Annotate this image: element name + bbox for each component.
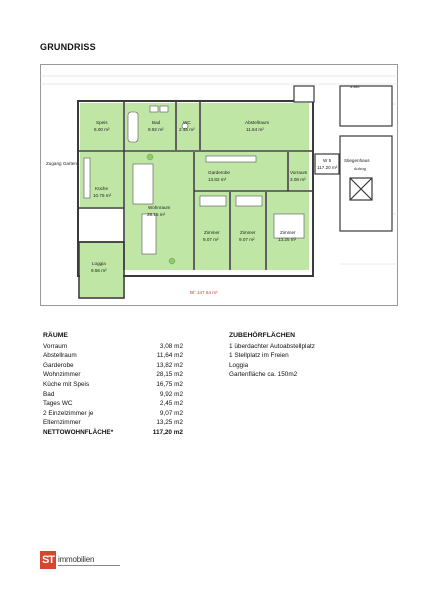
plants	[146, 153, 176, 265]
total-row: NETTOWOHNFLÄCHE*117,20 m2	[43, 428, 183, 436]
label-wc: WC	[183, 120, 191, 125]
label-zimmer-2: Zimmer	[240, 230, 256, 235]
rooms-header: RÄUME	[43, 332, 68, 339]
company-logo: ST immobilien	[40, 550, 140, 574]
label-speis: Speis	[96, 120, 108, 125]
label-garderobe: Garderobe	[208, 170, 230, 175]
page-title: GRUNDRISS	[40, 42, 96, 52]
label-kueche: Küche	[95, 186, 108, 191]
unit-label-box	[314, 153, 340, 175]
extras-header: ZUBEHÖRFLÄCHEN	[229, 332, 296, 339]
kitchen-counter	[83, 157, 91, 199]
fixtures	[83, 105, 305, 255]
logo-underline	[58, 565, 120, 566]
sink-2	[159, 105, 169, 113]
extras-item: 1 überdachter Autoabstellplatz	[229, 342, 315, 350]
bed-3	[273, 213, 305, 239]
label-stiegenhaus: Stiegenhaus	[344, 158, 370, 163]
wardrobe	[205, 155, 257, 163]
label-loggia: Loggia	[92, 261, 106, 266]
label-aufzug: Aufzug	[354, 167, 366, 171]
sink-1	[149, 105, 159, 113]
balcony-top	[293, 85, 315, 103]
plant-icon	[146, 153, 154, 161]
room-labels: Speis 6.00 m² Bad 9.92 m² WC 2.45 m² Abs…	[46, 85, 370, 295]
logo-text: immobilien	[58, 555, 95, 564]
extras-item: 1 Stellplatz im Freien	[229, 352, 289, 360]
label-dimension: 4.380	[350, 85, 360, 89]
label-zimmer-3-area: 13.25 m²	[278, 237, 297, 242]
plant-icon	[168, 257, 176, 265]
extras-item: Gartenfläche ca. 150m2	[229, 371, 298, 379]
label-speis-area: 6.00 m²	[94, 127, 110, 132]
bed-1	[199, 195, 227, 207]
stairwell	[293, 85, 393, 232]
label-wohnraum-area: 28.15 m²	[147, 212, 166, 217]
label-zimmer-3: Zimmer	[280, 230, 296, 235]
room-abstellraum	[201, 103, 309, 150]
label-bf: Bf: 147.64 m²	[190, 290, 218, 295]
room-speis	[80, 103, 123, 150]
label-vorraum-area: 3.08 m²	[290, 177, 306, 182]
logo-mark: ST	[40, 551, 56, 569]
label-loggia-area: 9.56 m²	[91, 268, 107, 273]
label-abstellraum: Abstellraum	[245, 120, 269, 125]
label-zimmer-1: Zimmer	[204, 230, 220, 235]
label-zimmer-1-area: 9.07 m²	[203, 237, 219, 242]
label-zimmer-2-area: 9.07 m²	[239, 237, 255, 242]
room-loggia	[80, 242, 123, 297]
toilet	[181, 122, 189, 130]
extras-item: Loggia	[229, 361, 249, 369]
dining-table	[141, 213, 157, 255]
extras-list: ZUBEHÖRFLÄCHEN 1 überdachter Autoabstell…	[229, 331, 389, 380]
label-vorraum: Vorraum	[290, 170, 308, 175]
bed-2	[235, 195, 263, 207]
stair-top	[339, 85, 393, 127]
label-wc-area: 2.45 m²	[179, 127, 195, 132]
label-garderobe-area: 13.82 m²	[208, 177, 227, 182]
bathtub	[127, 111, 139, 143]
label-zugang: Zugang Garten	[46, 161, 77, 166]
label-abstellraum-area: 11.64 m²	[246, 127, 264, 132]
label-kueche-area: 10.75 m²	[93, 193, 112, 198]
label-bad: Bad	[152, 120, 161, 125]
sofa	[132, 163, 154, 205]
room-vorraum	[289, 152, 309, 190]
label-wohnraum: Wohnraum	[148, 205, 171, 210]
interior-walls	[78, 102, 312, 299]
label-bad-area: 9.92 m²	[148, 127, 164, 132]
label-w5: W 5	[323, 158, 332, 163]
floor-plan: Speis 6.00 m² Bad 9.92 m² WC 2.45 m² Abs…	[40, 64, 398, 306]
label-w5-area: 117.20 m²	[317, 165, 338, 170]
